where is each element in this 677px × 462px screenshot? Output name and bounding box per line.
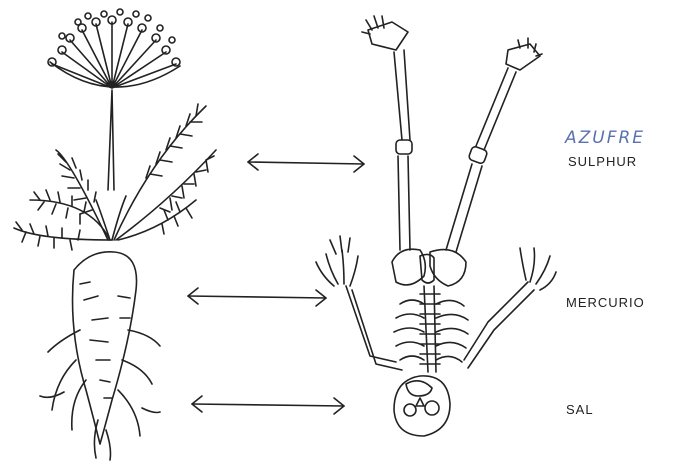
arrow-mercury xyxy=(188,288,326,306)
arrow-sulphur xyxy=(248,154,364,172)
skeleton-feet xyxy=(362,16,542,70)
label-mercury: MERCURIO xyxy=(566,295,645,310)
carrot-root xyxy=(40,252,160,460)
inverted-skeleton-illustration xyxy=(316,16,556,436)
carrot-leaves xyxy=(14,104,216,250)
arrow-salt xyxy=(192,396,344,414)
skeleton-skull xyxy=(394,376,450,436)
skeleton-legs xyxy=(394,50,516,252)
label-azufre-handwritten: AZUFRE xyxy=(565,128,645,148)
umbel-flower xyxy=(48,9,180,88)
carrot-plant-illustration xyxy=(14,9,216,460)
skeleton-pelvis xyxy=(392,249,466,286)
plant-stem xyxy=(108,90,114,190)
label-sulphur: SULPHUR xyxy=(568,154,637,169)
label-salt: SAL xyxy=(566,402,594,417)
skeleton-ribcage xyxy=(394,300,468,362)
